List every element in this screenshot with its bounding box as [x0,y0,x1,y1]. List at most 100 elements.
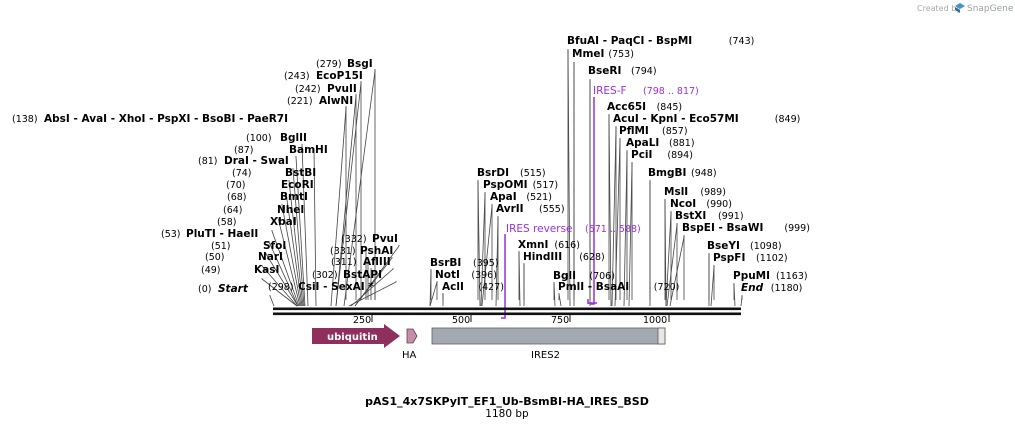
site-label[interactable]: (87)BamHI [234,144,328,156]
site-name: Start [218,283,249,295]
site-label[interactable]: (298)CsiI - SexAI * [268,281,374,293]
site-label[interactable]: (991)BstXI [675,210,744,222]
site-position: (849) [775,114,801,125]
site-label[interactable]: (1163)PpuMI [733,270,808,282]
site-position: (794) [631,66,657,77]
snapgene-credit: Created by SnapGene [917,3,1014,14]
site-label[interactable]: (1098)BseYI [707,240,782,252]
tick-label: 1000 [643,315,667,326]
site-label[interactable]: (555)AvrII [496,203,565,215]
site-name: PflMI [619,125,649,137]
site-label[interactable]: (279)BsgI [316,58,373,70]
primer-ires-f[interactable]: IRES-F (798 .. 817) [587,85,699,305]
site-label[interactable]: (427)AclI [442,281,504,293]
site-name: BsrBI [430,257,461,269]
site-label[interactable]: (49)KasI [201,264,279,276]
site-name: NotI [435,269,460,281]
site-label[interactable]: (894)PciI [631,149,693,161]
primer-ires-reverse[interactable]: IRES reverse (571 .. 588) [501,223,641,319]
site-name: MslI [664,186,688,198]
site-label[interactable]: (242)PvuII [295,83,357,95]
site-position: (221) [287,96,313,107]
site-label[interactable]: (302)BstAPI [312,269,382,281]
site-label[interactable]: (881) ApaLI [626,137,695,149]
tick-label: 750 [551,315,569,326]
site-label[interactable]: (857)PflMI [619,125,688,137]
site-label[interactable]: (521) ApaI [490,191,552,203]
site-label[interactable]: (396)NotI [435,269,497,281]
site-label[interactable]: (616)XmnI [518,239,580,251]
site-label[interactable]: (58)XbaI [217,216,297,228]
credit-prefix: Created by [917,4,961,13]
site-label[interactable]: (331)PshAI [330,245,393,257]
site-position: (298) [268,282,294,293]
site-label[interactable]: (0)Start [198,283,249,295]
site-position: (331) [330,246,356,257]
site-label[interactable]: (50)NarI [205,251,283,263]
site-label[interactable]: (743)BfuAI - PaqCI - BspMI [567,35,754,47]
site-label[interactable]: (70)EcoRI [226,179,314,191]
feature-ha[interactable]: HA [402,328,418,361]
site-label[interactable]: (845)Acc65I [607,101,682,113]
site-name: DraI - SwaI [224,155,289,167]
site-label[interactable]: (64)NheI [223,204,304,216]
site-label[interactable]: (395)BsrBI [430,257,499,269]
site-label[interactable]: (51)SfoI [211,240,286,252]
site-label[interactable]: (1102)PspFI [713,252,788,264]
site-label[interactable]: (1180)End [741,282,802,294]
site-label[interactable]: (999)BspEI - BsaWI [682,222,810,234]
site-label[interactable]: (138)AbsI - AvaI - XhoI - PspXI - BsoBI … [12,113,288,125]
site-label[interactable]: (948)BmgBI [648,167,717,179]
site-label[interactable]: (794)BseRI [588,65,657,77]
site-label[interactable]: (243)EcoP15I [284,70,363,82]
site-label[interactable]: (68)BmtI [227,191,308,203]
site-position: (70) [226,180,246,191]
site-label[interactable]: (81)DraI - SwaI [198,155,289,167]
site-name: ApaI [490,191,517,203]
site-position: (100) [246,133,272,144]
site-label[interactable]: (74)BstBI [232,167,316,179]
leader-line [288,180,304,307]
site-name: PspOMI [483,179,528,191]
site-label[interactable]: (720)PmlI - BsaAI [558,281,679,293]
site-name: BglII [280,132,307,144]
feature-ires2[interactable]: IRES2 [431,327,666,361]
site-position: (243) [284,71,310,82]
site-name: PspFI [713,252,745,264]
site-name: AvrII [496,203,524,215]
site-label[interactable]: (706)BglI [553,270,615,282]
site-label[interactable]: (100) BglII [246,132,307,144]
site-position: (427) [478,282,504,293]
site-label[interactable]: (515)BsrDI [477,167,546,179]
site-label[interactable]: (628)HindIII [523,251,605,263]
site-position: (845) [657,102,683,113]
site-label[interactable]: (332)PvuI [341,233,398,245]
site-position: (521) [526,192,552,203]
site-position: (517) [533,180,559,191]
tick-label: 500 [452,315,470,326]
site-name: ApaLI [626,137,659,149]
leader-line [265,253,299,307]
site-label[interactable]: (989) MslI [664,186,726,198]
site-name: AcuI - KpnI - Eco57MI [613,113,739,125]
site-position: (58) [217,217,237,228]
site-label[interactable]: (990)NcoI [670,198,732,210]
site-position: (1098) [750,241,782,252]
site-label[interactable]: (311)AflIII [331,256,391,268]
site-position: (302) [312,270,338,281]
site-position: (989) [700,187,726,198]
sequence-backbone [273,307,741,316]
site-position: (68) [227,192,247,203]
site-label[interactable]: (849) AcuI - KpnI - Eco57MI [613,113,800,125]
site-position: (1163) [776,271,808,282]
site-position: (881) [669,138,695,149]
site-position: (64) [223,205,243,216]
primer-range: (571 .. 588) [585,224,641,235]
site-label[interactable]: (517) PspOMI [483,179,558,191]
leader-line [301,144,309,307]
feature-ubiquitin[interactable]: ubiquitin [312,324,400,348]
site-label[interactable]: (53)PluTI - HaeII [161,228,258,240]
site-label[interactable]: (221)AlwNI [287,95,353,107]
site-label[interactable]: (753)MmeI [572,48,634,60]
site-name: BsrDI [477,167,509,179]
